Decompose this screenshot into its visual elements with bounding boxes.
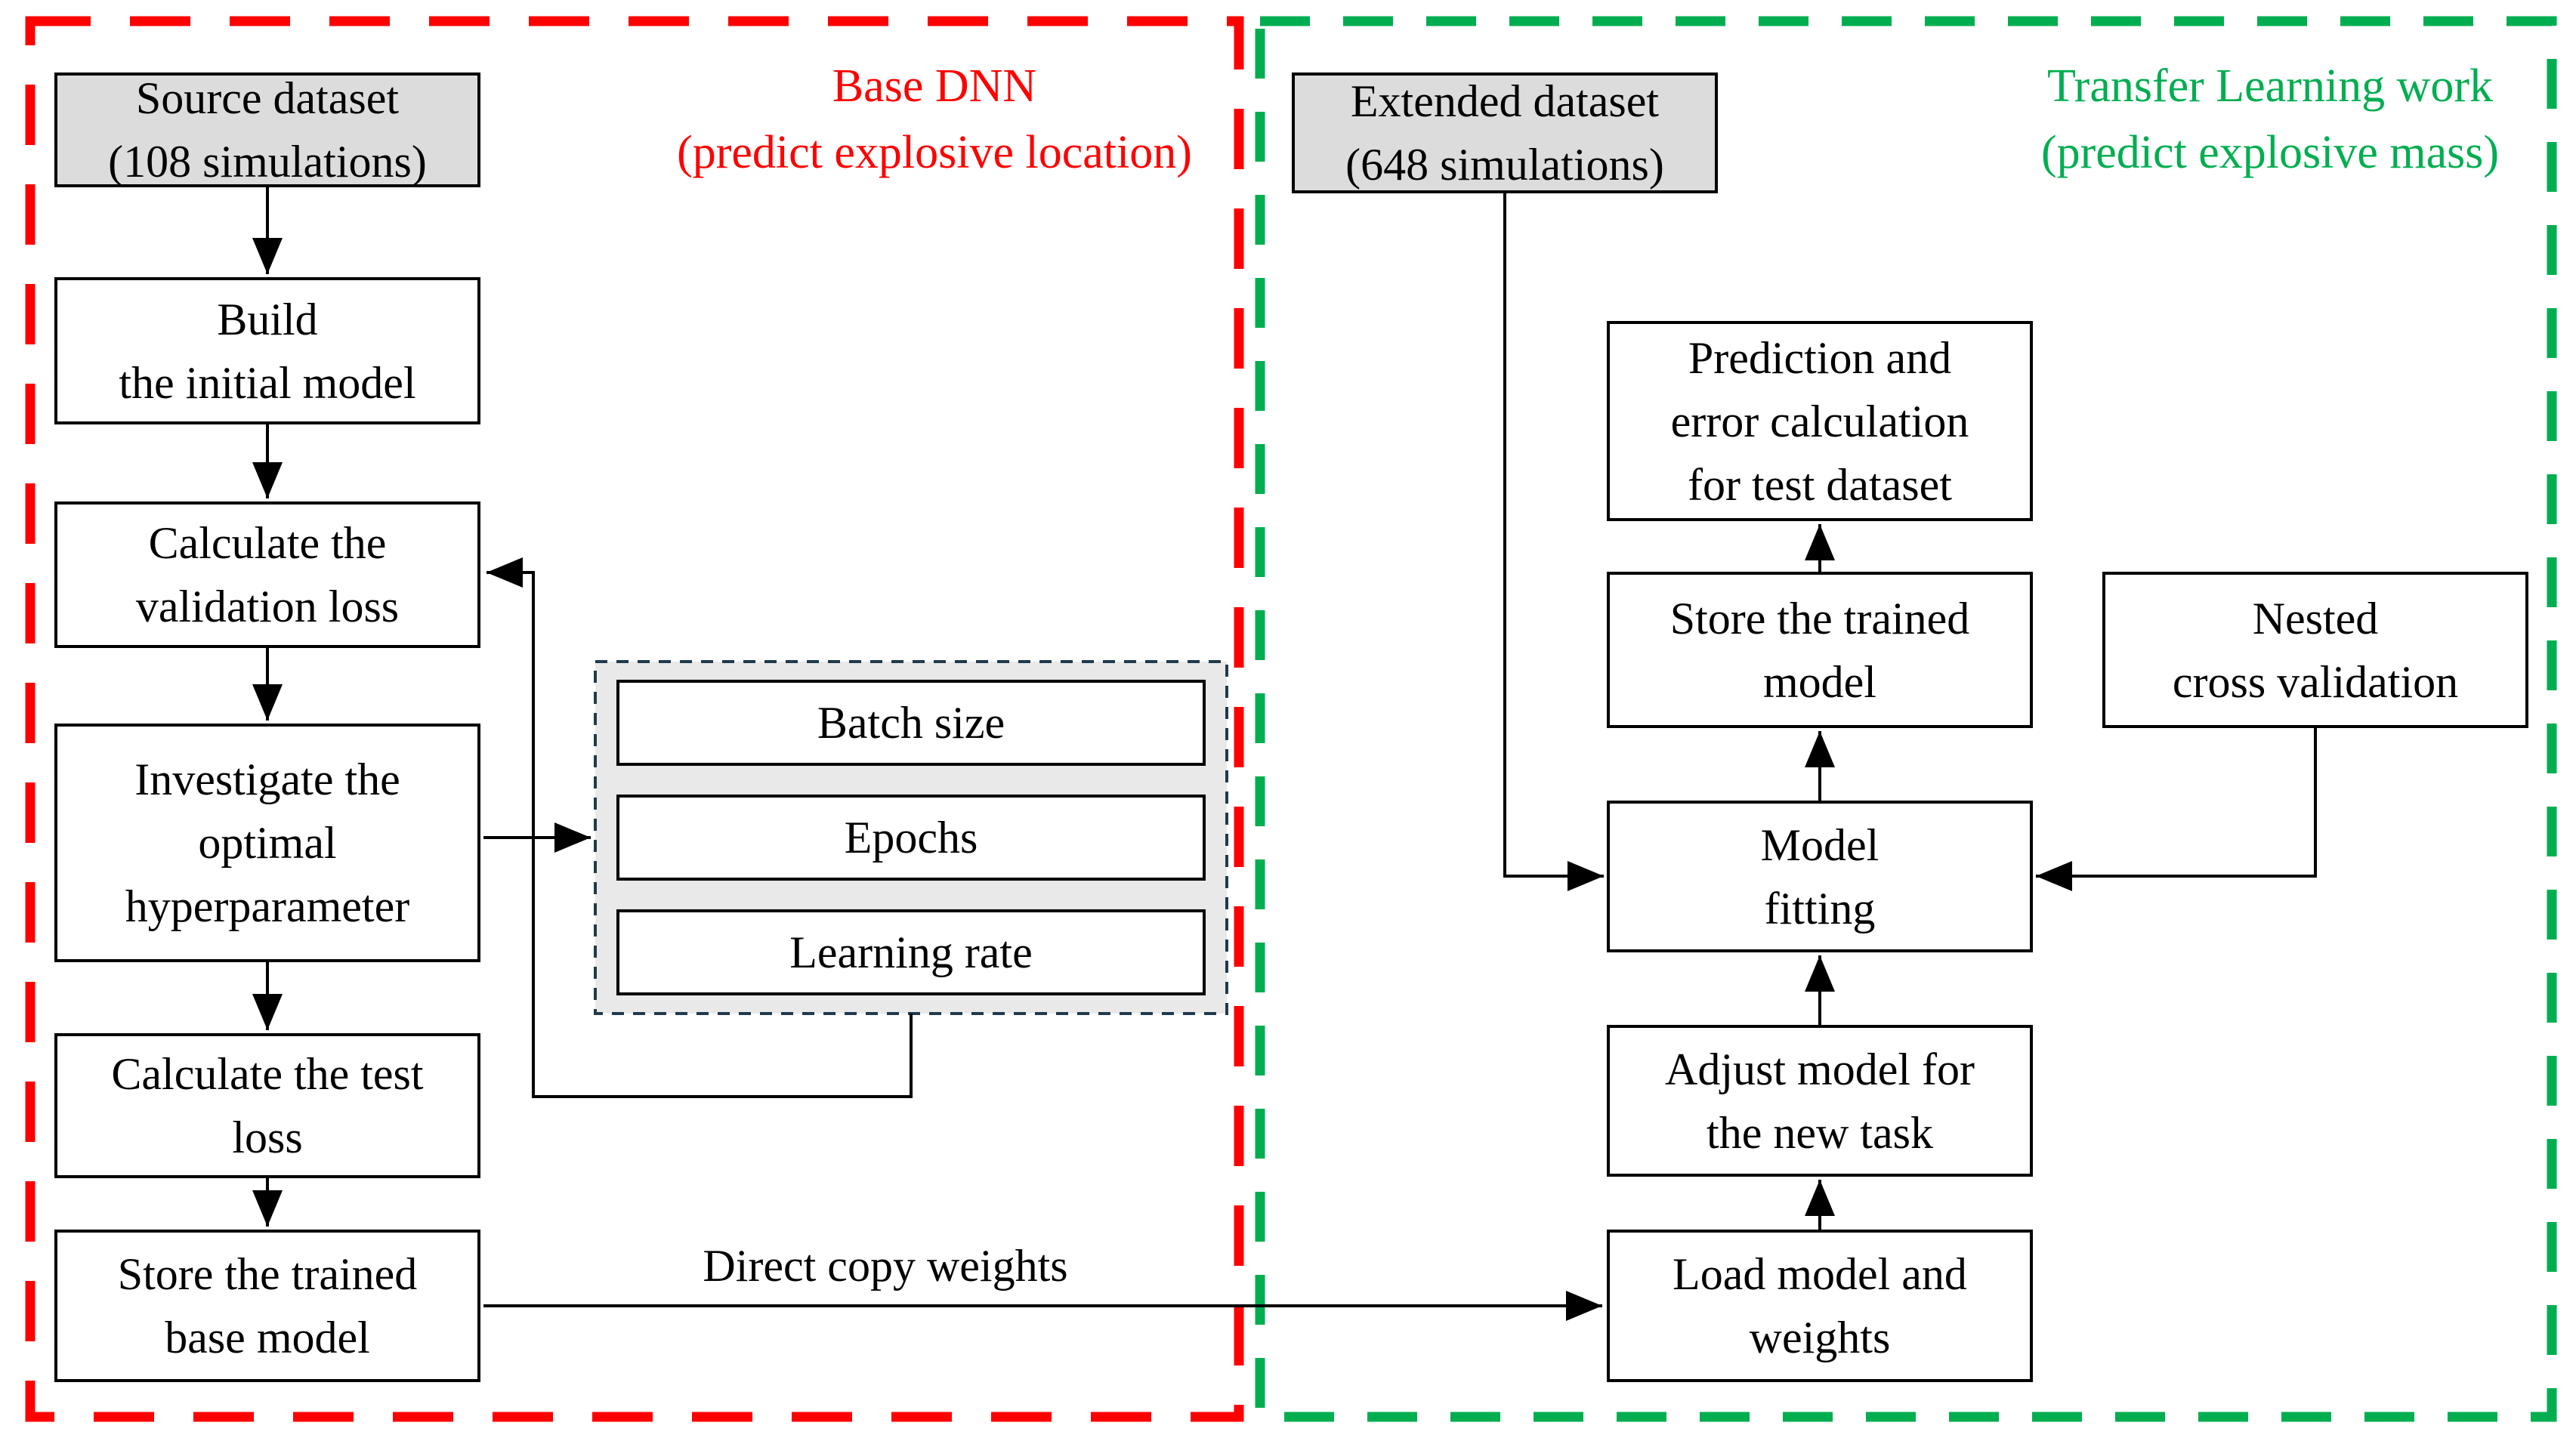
hyperparameter-epochs: Epochs — [616, 795, 1206, 881]
node-build-initial-model-line2: the initial model — [119, 357, 416, 408]
node-adjust-model-line2: the new task — [1707, 1107, 1933, 1158]
base-dnn-title-line1: Base DNN — [832, 60, 1037, 112]
node-calculate-test-loss-line1: Calculate the test — [111, 1049, 424, 1099]
connector-nested-to-fitting — [2036, 728, 2317, 891]
node-calculate-validation-loss-line1: Calculate the — [148, 518, 387, 568]
node-store-trained-model-line1: Store the trained — [1669, 593, 1970, 643]
node-model-fitting: Model fitting — [1607, 801, 2033, 952]
node-prediction-error-calculation-line3: for test dataset — [1688, 459, 1952, 510]
transfer-learning-title: Transfer Learning work (predict explosiv… — [2041, 53, 2499, 186]
base-dnn-title-line2: (predict explosive location) — [677, 127, 1192, 178]
node-extended-dataset: Extended dataset (648 simulations) — [1292, 73, 1718, 193]
node-adjust-model: Adjust model for the new task — [1607, 1025, 2033, 1177]
node-extended-dataset-line1: Extended dataset — [1350, 76, 1660, 126]
transfer-learning-title-line1: Transfer Learning work — [2046, 60, 2493, 112]
node-store-trained-base-model-line2: base model — [165, 1313, 370, 1362]
transfer-region-border — [1255, 16, 2557, 1422]
hyperparameter-learning-rate: Learning rate — [616, 909, 1206, 995]
node-investigate-hyperparameter-line2: optimal — [198, 818, 337, 868]
node-source-dataset-line1: Source dataset — [135, 73, 400, 123]
node-adjust-model-line1: Adjust model for — [1665, 1044, 1975, 1094]
node-calculate-test-loss: Calculate the test loss — [54, 1033, 480, 1178]
node-store-trained-model-line2: model — [1763, 656, 1876, 707]
node-build-initial-model-line1: Build — [217, 294, 318, 344]
node-calculate-validation-loss: Calculate the validation loss — [54, 501, 480, 648]
node-nested-cross-validation-line1: Nested — [2252, 593, 2379, 643]
node-store-trained-base-model-line1: Store the trained — [117, 1249, 418, 1299]
node-model-fitting-line1: Model — [1760, 819, 1879, 870]
transfer-learning-title-line2: (predict explosive mass) — [2040, 127, 2500, 178]
hyperparameter-epochs-label: Epochs — [844, 813, 978, 862]
hyperparameter-batch-size: Batch size — [616, 680, 1206, 766]
node-load-model-weights-line2: weights — [1749, 1313, 1891, 1362]
node-prediction-error-calculation-line1: Prediction and — [1688, 332, 1952, 383]
connector-extended-to-fitting — [1503, 193, 1604, 891]
node-prediction-error-calculation-line2: error calculation — [1670, 396, 1969, 446]
node-model-fitting-line2: fitting — [1764, 883, 1876, 933]
node-store-trained-model: Store the trained model — [1607, 572, 2033, 728]
node-nested-cross-validation-line2: cross validation — [2172, 656, 2459, 707]
node-load-model-weights-line1: Load model and — [1673, 1249, 1967, 1299]
node-investigate-hyperparameter-line3: hyperparameter — [125, 881, 410, 931]
node-source-dataset: Source dataset (108 simulations) — [54, 73, 480, 187]
node-calculate-validation-loss-line2: validation loss — [135, 582, 400, 631]
node-store-trained-base-model: Store the trained base model — [54, 1230, 480, 1382]
node-load-model-weights: Load model and weights — [1607, 1230, 2033, 1382]
node-nested-cross-validation: Nested cross validation — [2102, 572, 2528, 728]
node-calculate-test-loss-line2: loss — [232, 1112, 303, 1162]
node-investigate-hyperparameter-line1: Investigate the — [134, 754, 400, 804]
hyperparameter-batch-size-label: Batch size — [817, 698, 1005, 748]
hyperparameter-learning-rate-label: Learning rate — [789, 927, 1033, 977]
connector-hyperparameters-feedback-to-validation — [486, 557, 913, 1098]
node-extended-dataset-line2: (648 simulations) — [1345, 140, 1664, 190]
node-prediction-error-calculation: Prediction and error calculation for tes… — [1607, 321, 2033, 521]
direct-copy-weights-label: Direct copy weights — [703, 1241, 1068, 1291]
base-dnn-region-border — [25, 16, 1244, 1422]
node-source-dataset-line2: (108 simulations) — [108, 137, 427, 187]
node-investigate-hyperparameter: Investigate the optimal hyperparameter — [54, 724, 480, 962]
node-build-initial-model: Build the initial model — [54, 277, 480, 424]
base-dnn-title: Base DNN (predict explosive location) — [677, 53, 1192, 186]
